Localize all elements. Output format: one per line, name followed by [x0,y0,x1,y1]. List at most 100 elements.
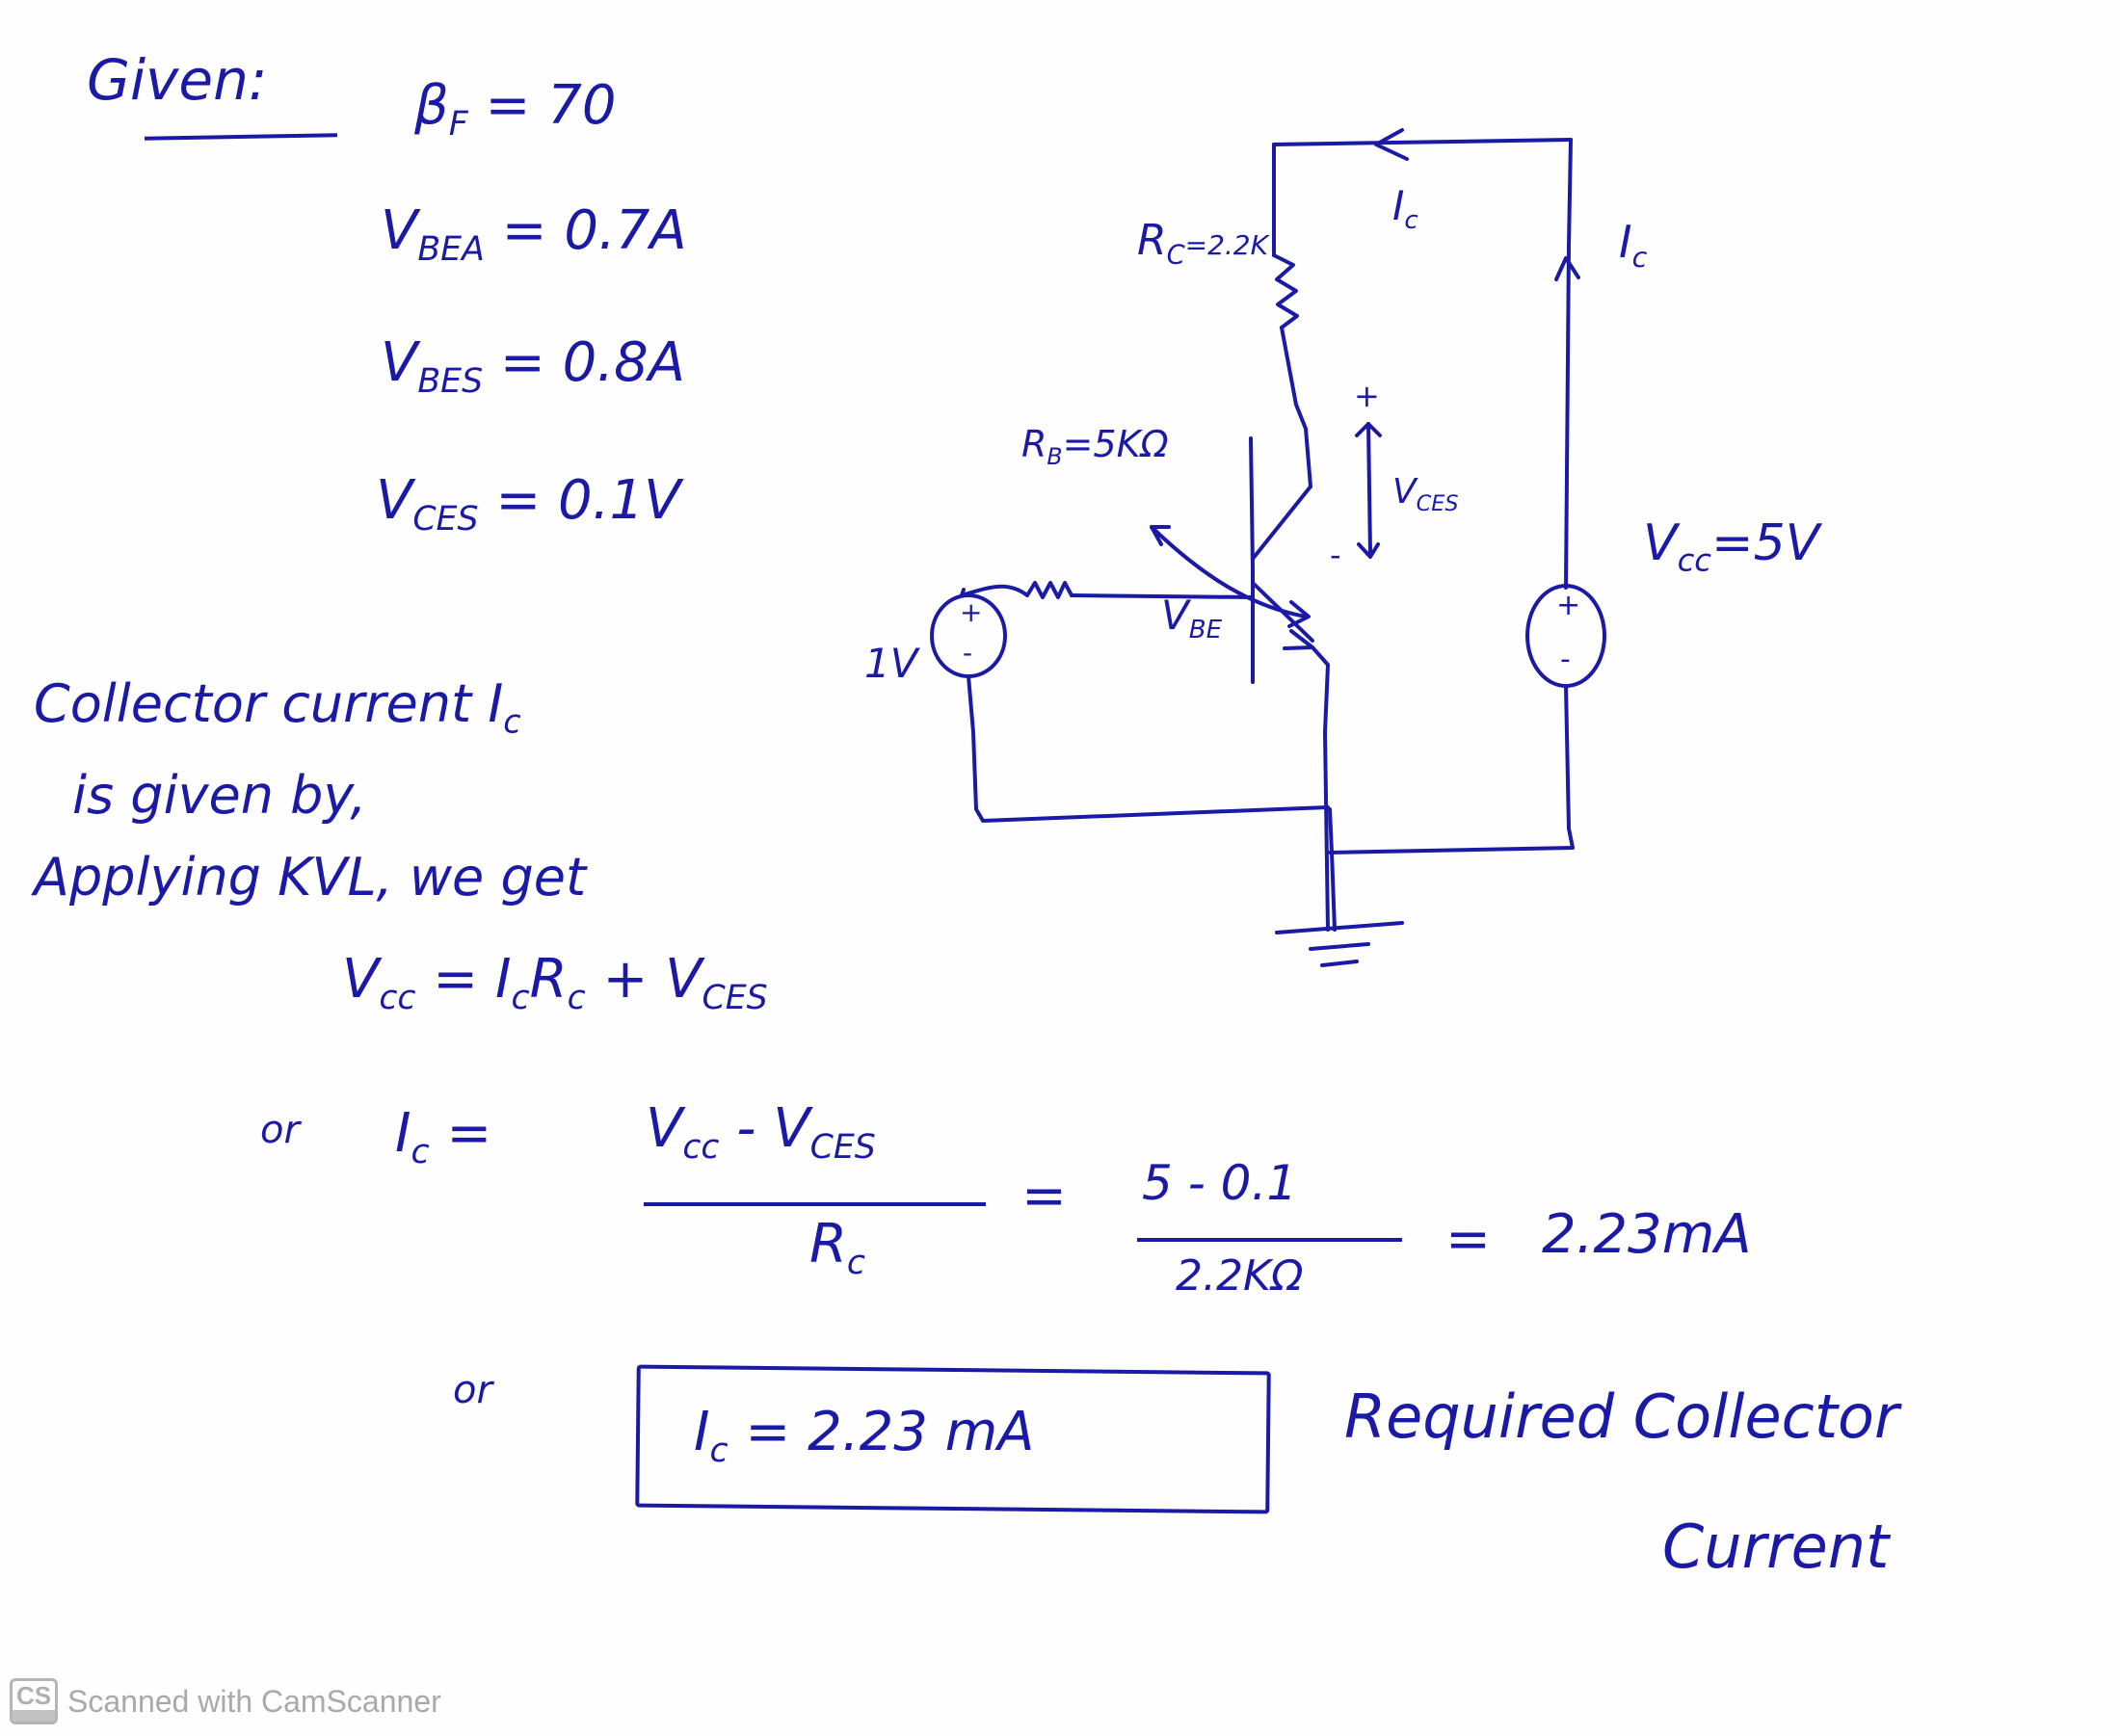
resistor-rc [1272,253,1299,329]
label-ic-top-symbol: I [1392,182,1405,229]
resistor-rb [1025,581,1073,599]
label-rb: RB=5KΩ [1021,423,1169,471]
label-vcc-symbol: V [1643,514,1678,572]
kvl-ic: = I [415,948,512,1011]
answer-or: or [453,1368,492,1412]
explanation-line2: is given by, [72,765,367,826]
kvl-vces-sub: CES [702,979,768,1018]
label-vbe-symbol: V [1161,592,1189,639]
given-vbes-value: = 0.8A [483,331,685,394]
label-vces-sub: CES [1416,490,1459,516]
kvl-vcc-sub: cc [379,979,416,1018]
source-1v-minus: - [963,637,973,669]
given-vces-symbol: V [376,469,413,532]
arrow-vbe-head-right [1287,600,1311,628]
num1-vcc-sub: cc [682,1128,720,1168]
given-beta: βF = 70 [414,74,617,145]
label-ic-right-sub: c [1631,241,1648,274]
label-vces-symbol: V [1392,472,1417,512]
solution-ic-symbol: I [395,1102,411,1165]
given-vbes-sub: BES [417,362,484,402]
answer-note-line2: Current [1662,1512,1890,1582]
fraction-2-line [1137,1238,1402,1242]
given-vces-value: = 0.1V [478,469,681,532]
den1-rc-sub: c [846,1244,866,1283]
vcc-plus-sign: + [1556,589,1581,622]
given-vbes-symbol: V [381,331,418,394]
arrow-vces-line [1366,422,1372,556]
transistor-collector [1251,485,1312,561]
answer-ic-value: = 2.23 mA [728,1401,1035,1463]
wire-top [1272,138,1573,161]
explanation-line1-text: Collector current I [34,673,504,734]
label-vcc-value: =5V [1711,514,1820,572]
label-vcc-sub: cc [1677,541,1712,579]
source-1v-plus: + [960,596,983,628]
answer-ic-sub: c [709,1432,729,1471]
num1-vcc: V [646,1097,683,1160]
label-ic-top: Ic [1392,182,1418,236]
den1-rc: R [809,1213,847,1276]
solution-equals-1: = [429,1102,492,1165]
label-rb-sub: B [1047,443,1063,471]
wire-collector [1280,326,1312,488]
label-rc-symbol: R [1137,216,1167,265]
given-vbea-symbol: V [381,199,418,262]
explanation-line1-sub: c [503,702,521,741]
given-beta-sub: F [448,105,468,145]
label-rb-symbol: R [1021,423,1047,465]
solution-ic: Ic = [395,1102,492,1172]
wire-rb-left [960,584,1029,597]
label-rc-sub: C [1166,240,1185,271]
fraction-1-line [644,1202,986,1206]
explanation-line3: Applying KVL, we get [34,847,587,907]
answer-value: Ic = 2.23 mA [694,1401,1035,1471]
fraction-1-numerator: Vcc - VCES [646,1097,876,1168]
given-vbea: VBEA = 0.7A [381,199,687,270]
vcc-minus-sign: - [1560,643,1571,676]
arrow-vbe-curve [1150,525,1308,618]
label-vces-minus: - [1330,537,1341,573]
kvl-vces: + V [585,948,702,1011]
kvl-vcc: V [342,948,380,1011]
fraction-2-numerator: 5 - 0.1 [1142,1155,1298,1211]
label-vces: VCES [1392,472,1458,516]
given-vbea-sub: BEA [417,230,485,270]
fraction-2-denominator: 2.2KΩ [1176,1251,1304,1301]
camscanner-watermark-text: Scanned with CamScanner [67,1683,441,1719]
num1-vces: - V [719,1097,810,1160]
transistor-base-bar [1249,436,1255,684]
heading-given: Given: [87,47,268,113]
label-vbe-sub: BE [1188,616,1223,645]
arrow-vces-up [1355,422,1382,437]
wire-base [1070,593,1255,599]
wire-right-bottom [1328,684,1575,855]
explanation-line1: Collector current Ic [34,673,521,741]
label-rb-value: =5KΩ [1062,423,1169,465]
arrow-ic-top [1374,128,1409,161]
ground-line-2 [1309,942,1370,951]
arrow-vbe-head-left [1150,525,1171,546]
given-beta-value: = 70 [467,74,617,137]
given-vbea-value: = 0.7A [484,199,687,262]
label-ic-top-sub: c [1404,206,1418,236]
label-vbe: VBE [1161,592,1222,645]
label-vcc: Vcc=5V [1643,514,1820,579]
kvl-rc: R [529,948,568,1011]
ground-line-1 [1275,921,1404,934]
given-beta-symbol: β [414,74,449,137]
label-ic-right: Ic [1619,217,1647,275]
answer-ic-symbol: I [694,1401,710,1463]
wire-ground [1328,807,1337,932]
emitter-arrow [1283,629,1314,650]
num1-vces-sub: CES [809,1128,876,1168]
camscanner-watermark: CS Scanned with CamScanner [10,1678,441,1724]
arrow-vces-down [1357,542,1380,559]
camscanner-logo-text: CS [15,1681,52,1710]
label-rc-value: =2.2K [1184,229,1268,261]
label-vces-plus: + [1354,378,1380,414]
given-vbes: VBES = 0.8A [381,331,685,402]
fraction-1-denominator: Rc [809,1213,866,1283]
